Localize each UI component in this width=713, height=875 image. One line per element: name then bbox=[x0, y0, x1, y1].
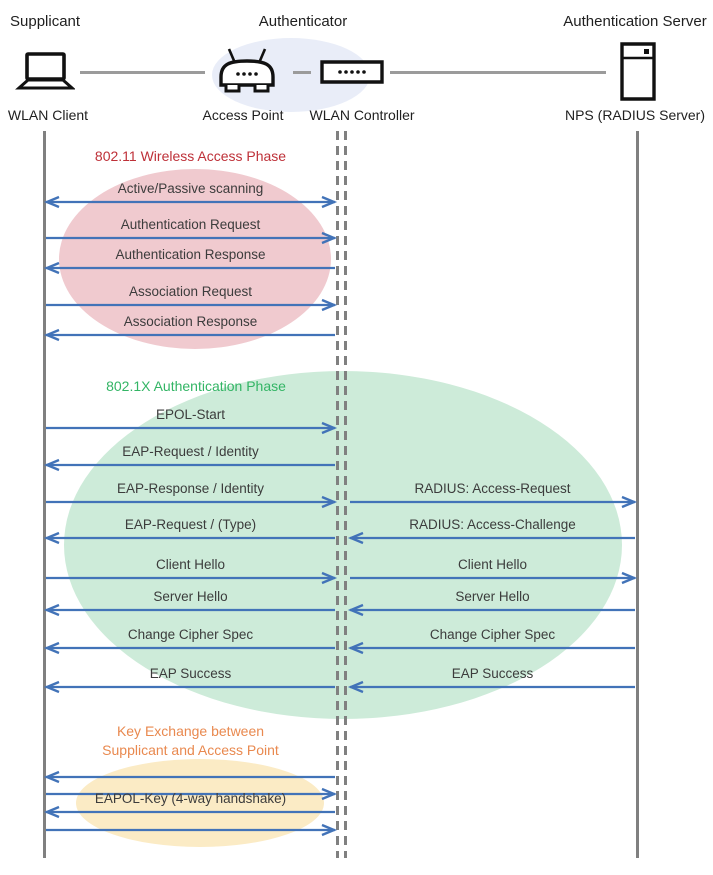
device-wlan-controller: WLAN Controller bbox=[309, 107, 415, 123]
message-label: Change Cipher Spec bbox=[429, 627, 556, 642]
message-label: EPOL-Start bbox=[155, 407, 226, 422]
arrow-left-icon bbox=[43, 328, 335, 342]
message-label: Server Hello bbox=[153, 589, 228, 604]
message-label: EAP-Request / (Type) bbox=[124, 517, 257, 532]
arrow-right-icon bbox=[46, 421, 338, 435]
arrow-left-icon bbox=[43, 680, 335, 694]
connector-controller-server bbox=[390, 71, 606, 74]
message-label: Active/Passive scanning bbox=[117, 181, 264, 196]
phase-title-key-exchange-line1: Key Exchange between bbox=[116, 723, 265, 739]
connector-client-ap bbox=[80, 71, 205, 74]
message-label: Client Hello bbox=[155, 557, 226, 572]
message-label: EAP Success bbox=[149, 666, 232, 681]
role-authentication-server: Authentication Server bbox=[563, 13, 707, 30]
arrow-left-icon bbox=[43, 805, 335, 819]
message-label: Association Request bbox=[128, 284, 253, 299]
device-wlan-client: WLAN Client bbox=[7, 107, 89, 123]
wlan-controller-icon bbox=[320, 60, 384, 85]
message-label: Client Hello bbox=[457, 557, 528, 572]
role-supplicant: Supplicant bbox=[10, 13, 81, 30]
phase-title-key-exchange: Key Exchange between Supplicant and Acce… bbox=[45, 722, 336, 760]
laptop-icon bbox=[15, 52, 75, 92]
server-icon bbox=[620, 42, 656, 101]
arrow-right-icon bbox=[46, 571, 338, 585]
message-label: Association Response bbox=[123, 314, 258, 329]
arrow-left-icon bbox=[43, 603, 335, 617]
phase-ellipse-wireless-access bbox=[59, 169, 331, 349]
arrow-left-icon bbox=[43, 261, 335, 275]
message-label: Change Cipher Spec bbox=[127, 627, 254, 642]
role-authenticator: Authenticator bbox=[258, 13, 348, 30]
lifeline-access-point bbox=[336, 131, 339, 858]
arrow-left-icon bbox=[347, 680, 635, 694]
connector-ap-controller bbox=[293, 71, 311, 74]
message-label: EAP Success bbox=[451, 666, 534, 681]
lifeline-wlan-client bbox=[43, 131, 46, 858]
arrow-left-icon bbox=[43, 641, 335, 655]
arrow-right-icon bbox=[350, 495, 638, 509]
message-label: EAP-Request / Identity bbox=[122, 444, 259, 459]
arrow-left-icon bbox=[347, 531, 635, 545]
phase-title-key-exchange-line2: Supplicant and Access Point bbox=[102, 742, 279, 758]
message-label: Server Hello bbox=[455, 589, 530, 604]
lifeline-wlan-controller bbox=[344, 131, 347, 858]
device-access-point: Access Point bbox=[202, 107, 284, 123]
arrow-right-icon bbox=[46, 787, 338, 801]
arrow-left-icon bbox=[347, 603, 635, 617]
arrow-right-icon bbox=[46, 231, 338, 245]
message-label: Authentication Response bbox=[115, 247, 266, 262]
message-label: Authentication Request bbox=[120, 217, 261, 232]
arrow-left-icon bbox=[43, 770, 335, 784]
arrow-left-icon bbox=[43, 531, 335, 545]
message-label: RADIUS: Access-Request bbox=[414, 481, 571, 496]
arrow-right-icon bbox=[46, 298, 338, 312]
phase-title-wireless-access: 802.11 Wireless Access Phase bbox=[94, 148, 287, 164]
message-label: EAP-Response / Identity bbox=[116, 481, 265, 496]
phase-title-dot1x-authentication: 802.1X Authentication Phase bbox=[106, 378, 286, 394]
lifeline-radius-server bbox=[636, 131, 639, 858]
arrow-left-icon bbox=[43, 458, 335, 472]
arrow-both-icon bbox=[43, 195, 338, 209]
phase-ellipse-key-exchange bbox=[76, 759, 324, 847]
arrow-right-icon bbox=[46, 495, 338, 509]
arrow-right-icon bbox=[46, 823, 338, 837]
message-label: RADIUS: Access-Challenge bbox=[409, 517, 576, 532]
arrow-left-icon bbox=[347, 641, 635, 655]
device-nps-radius: NPS (RADIUS Server) bbox=[564, 107, 706, 123]
access-point-icon bbox=[216, 47, 278, 97]
arrow-right-icon bbox=[350, 571, 638, 585]
message-label: EAPOL-Key (4-way handshake) bbox=[94, 791, 287, 806]
